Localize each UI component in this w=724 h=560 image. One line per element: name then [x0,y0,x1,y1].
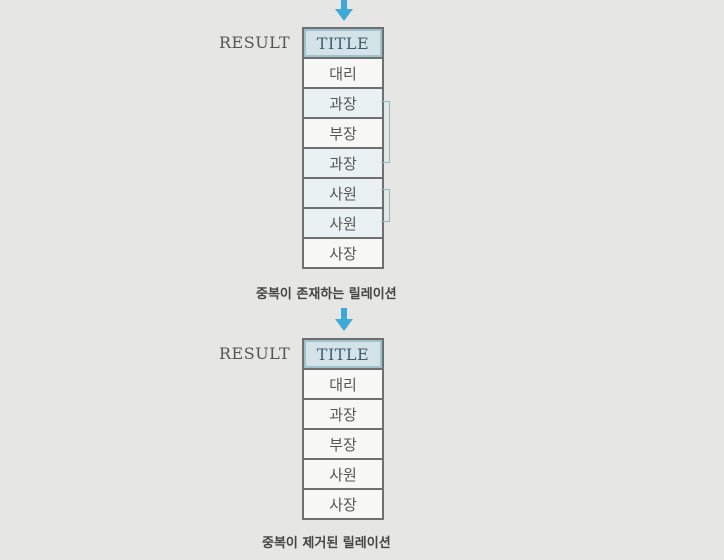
down-arrow-icon [335,308,353,331]
column-header-title: TITLE [304,29,382,59]
caption-without-duplicates: 중복이 제거된 릴레이션 [262,536,391,551]
relation-name-label: RESULT [219,344,291,363]
table-row: 부장 [304,430,382,460]
table-row: 대리 [304,59,382,89]
duplicate-bracket [381,189,390,222]
table-row: 사장 [304,239,382,269]
table-row: 부장 [304,119,382,149]
down-arrow-icon [335,0,353,21]
duplicate-bracket [381,101,390,163]
table-row: 사장 [304,490,382,520]
column-header-title: TITLE [304,340,382,370]
caption-with-duplicates: 중복이 존재하는 릴레이션 [256,287,397,302]
table-row: 과장 [304,149,382,179]
table-row: 과장 [304,400,382,430]
table-row: 대리 [304,370,382,400]
relation-name-label: RESULT [219,33,291,52]
table-row: 과장 [304,89,382,119]
relation-table-with-duplicates: TITLE 대리 과장 부장 과장 사원 사원 사장 [302,27,384,269]
table-row: 사원 [304,460,382,490]
relation-table-without-duplicates: TITLE 대리 과장 부장 사원 사장 [302,338,384,520]
table-row: 사원 [304,179,382,209]
table-row: 사원 [304,209,382,239]
